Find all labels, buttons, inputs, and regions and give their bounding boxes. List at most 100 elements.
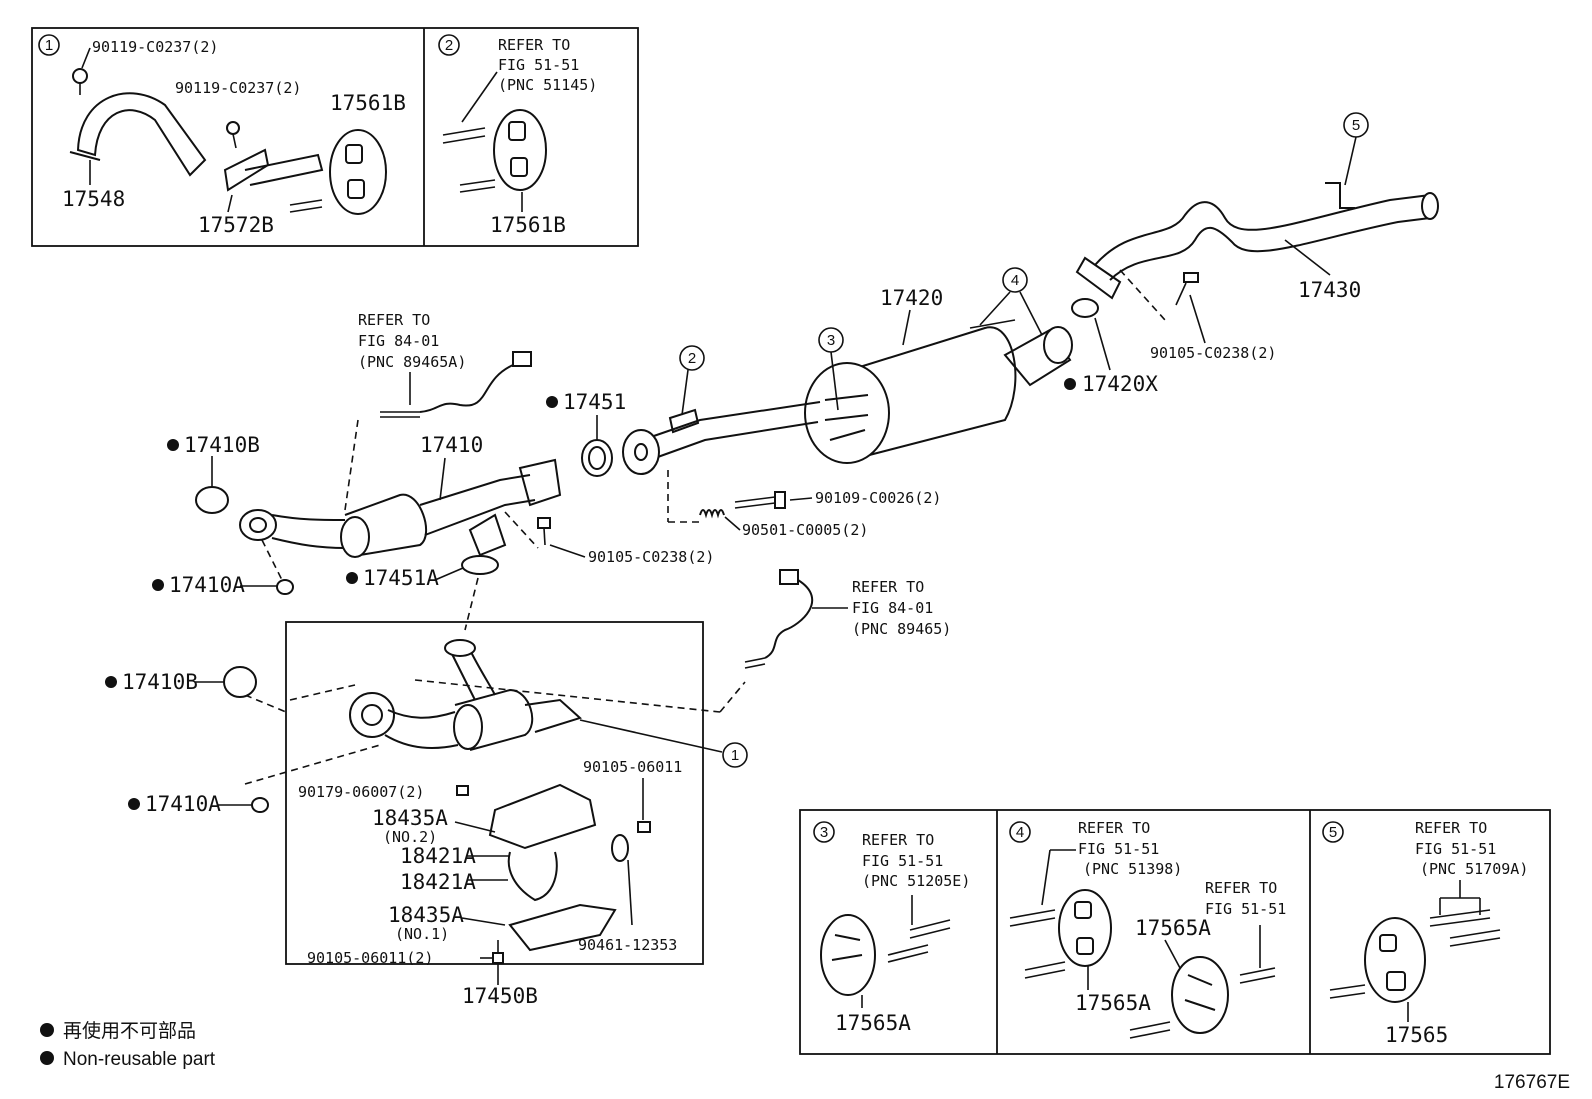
refer-to-label-sensor-b: REFER TO — [852, 578, 924, 596]
clamp-18421a-drawing — [467, 851, 558, 902]
non-reusable-dot-17410b-lower — [105, 676, 117, 688]
part-label-90461-12353: 90461-12353 — [578, 936, 677, 954]
part-label-17572b: 17572B — [198, 213, 274, 237]
non-reusable-dot-17451 — [546, 396, 558, 408]
front-pipe-17410-drawing — [239, 458, 562, 558]
heat-insulator-18435a-no1-drawing — [461, 903, 617, 952]
part-label-90119-c0237-b: 90119-C0237(2) — [175, 79, 301, 97]
part-label-90501-c0005: 90501-C0005(2) — [742, 521, 868, 539]
pnc-label-89465: (PNC 89465) — [852, 620, 951, 638]
refer-to-label-box2: REFER TO — [498, 36, 570, 54]
tail-pipe-17430-drawing — [1075, 182, 1439, 300]
rubber-hanger-17561b-drawing — [289, 129, 387, 215]
part-label-17561b-a: 17561B — [330, 91, 406, 115]
part-label-90105-06011: 90105-06011 — [583, 758, 682, 776]
callout-3-marker: 3 — [818, 327, 844, 411]
gasket-17451a-drawing — [461, 555, 499, 575]
fig-label-box2: FIG 51-51 — [498, 56, 579, 74]
bolt-90105-06011-lower-drawing — [480, 940, 504, 964]
part-label-90105-06011-2: 90105-06011(2) — [307, 949, 433, 967]
part-label-17410b-top: 17410B — [184, 433, 260, 457]
part-label-90109-c0026: 90109-C0026(2) — [815, 489, 941, 507]
refer-to-label-box4-b: REFER TO — [1205, 879, 1277, 897]
svg-text:3: 3 — [820, 824, 828, 841]
legend-text-ja: 再使用不可部品 — [63, 1020, 196, 1042]
detail-box-1-2 — [31, 27, 639, 247]
part-label-90105-c0238-front: 90105-C0238(2) — [588, 548, 714, 566]
non-reusable-dot-17420x — [1064, 378, 1076, 390]
part-label-17450b: 17450B — [462, 984, 538, 1008]
part-label-18421a-b: 18421A — [400, 870, 476, 894]
part-label-17561b-b: 17561B — [490, 213, 566, 237]
rubber-hanger-17565a-box4-right-drawing — [1129, 925, 1276, 1039]
part-label-17410a-top: 17410A — [169, 573, 245, 597]
rubber-hanger-17565a-box3-drawing — [820, 895, 951, 996]
svg-text:5: 5 — [1329, 824, 1337, 841]
nut-17410a-lower-drawing — [251, 797, 269, 813]
callout-5-box-marker: 5 — [1322, 821, 1344, 843]
part-label-17565a-box4-a: 17565A — [1135, 916, 1211, 940]
pnc-label-51709a: (PNC 51709A) — [1420, 860, 1528, 878]
svg-text:4: 4 — [1011, 272, 1019, 289]
detail-box-3-4-5 — [799, 809, 1551, 1055]
fig-label-box5: FIG 51-51 — [1415, 840, 1496, 858]
part-label-90105-c0238-tail: 90105-C0238(2) — [1150, 344, 1276, 362]
callout-4-marker: 4 — [979, 267, 1043, 336]
svg-text:4: 4 — [1016, 824, 1024, 841]
nut-17410a-top-drawing — [276, 579, 294, 595]
bolt-90105-06011-upper-drawing — [637, 778, 651, 833]
figure-id: 176767E — [1494, 1072, 1570, 1093]
gasket-17410b-lower-drawing — [223, 666, 257, 698]
callout-2-marker: 2 — [438, 34, 460, 56]
o2-sensor-rear-drawing — [744, 569, 814, 669]
part-label-17410: 17410 — [420, 433, 483, 457]
gasket-17410b-top-drawing — [195, 486, 229, 514]
rubber-hanger-17565-box5-drawing — [1329, 909, 1501, 1003]
part-label-17565a-box4-b: 17565A — [1075, 991, 1151, 1015]
callout-5-marker: 5 — [1343, 112, 1369, 186]
gasket-17420x-drawing — [1071, 298, 1099, 318]
rubber-hanger-17561b-box2-drawing — [442, 109, 547, 193]
part-label-17420: 17420 — [880, 286, 943, 310]
part-label-17410a-lower: 17410A — [145, 792, 221, 816]
non-reusable-dot-17410a-top — [152, 579, 164, 591]
pnc-label-51145: (PNC 51145) — [498, 76, 597, 94]
callout-1-marker: 1 — [38, 34, 60, 56]
refer-to-label-box3: REFER TO — [862, 831, 934, 849]
bolt-90109-c0026-drawing — [734, 491, 786, 509]
part-label-17451a: 17451A — [363, 566, 439, 590]
pnc-label-51398: (PNC 51398) — [1083, 860, 1182, 878]
bolt-90119-drawing — [226, 121, 240, 149]
svg-text:5: 5 — [1352, 117, 1360, 134]
part-label-17548: 17548 — [62, 187, 125, 211]
fig-label-box4-a: FIG 51-51 — [1078, 840, 1159, 858]
callout-3-box-marker: 3 — [813, 821, 835, 843]
legend-dot-en — [40, 1051, 54, 1065]
center-pipe-drawing — [622, 401, 821, 475]
part-label-17451: 17451 — [563, 390, 626, 414]
clamp-90461-12353-drawing — [611, 834, 633, 926]
svg-text:2: 2 — [445, 37, 453, 54]
legend-dot-ja — [40, 1023, 54, 1037]
part-label-90119-c0237-a: 90119-C0237(2) — [92, 38, 218, 56]
nut-90179-drawing — [456, 785, 469, 796]
part-label-17410b-lower: 17410B — [122, 670, 198, 694]
non-reusable-dot-17410b-top — [167, 439, 179, 451]
fig-label-84-01-a: FIG 84-01 — [358, 332, 439, 350]
converter-17450b-drawing — [349, 639, 582, 751]
pnc-label-89465a: (PNC 89465A) — [358, 353, 466, 371]
exhaust-bracket-17548-drawing — [69, 68, 207, 185]
svg-text:3: 3 — [827, 332, 835, 349]
pnc-label-51205e: (PNC 51205E) — [862, 872, 970, 890]
bracket-17572b-drawing — [223, 148, 324, 192]
callout-1-main-marker: 1 — [579, 719, 748, 768]
part-label-no1: (NO.1) — [395, 925, 449, 943]
rubber-hanger-17565a-box4-left-drawing — [1009, 889, 1112, 979]
part-label-17430: 17430 — [1298, 278, 1361, 302]
part-label-17565a-box3: 17565A — [835, 1011, 911, 1035]
muffler-17420-drawing — [804, 319, 1073, 464]
fig-label-84-01-b: FIG 84-01 — [852, 599, 933, 617]
o2-sensor-front-drawing — [380, 351, 532, 418]
